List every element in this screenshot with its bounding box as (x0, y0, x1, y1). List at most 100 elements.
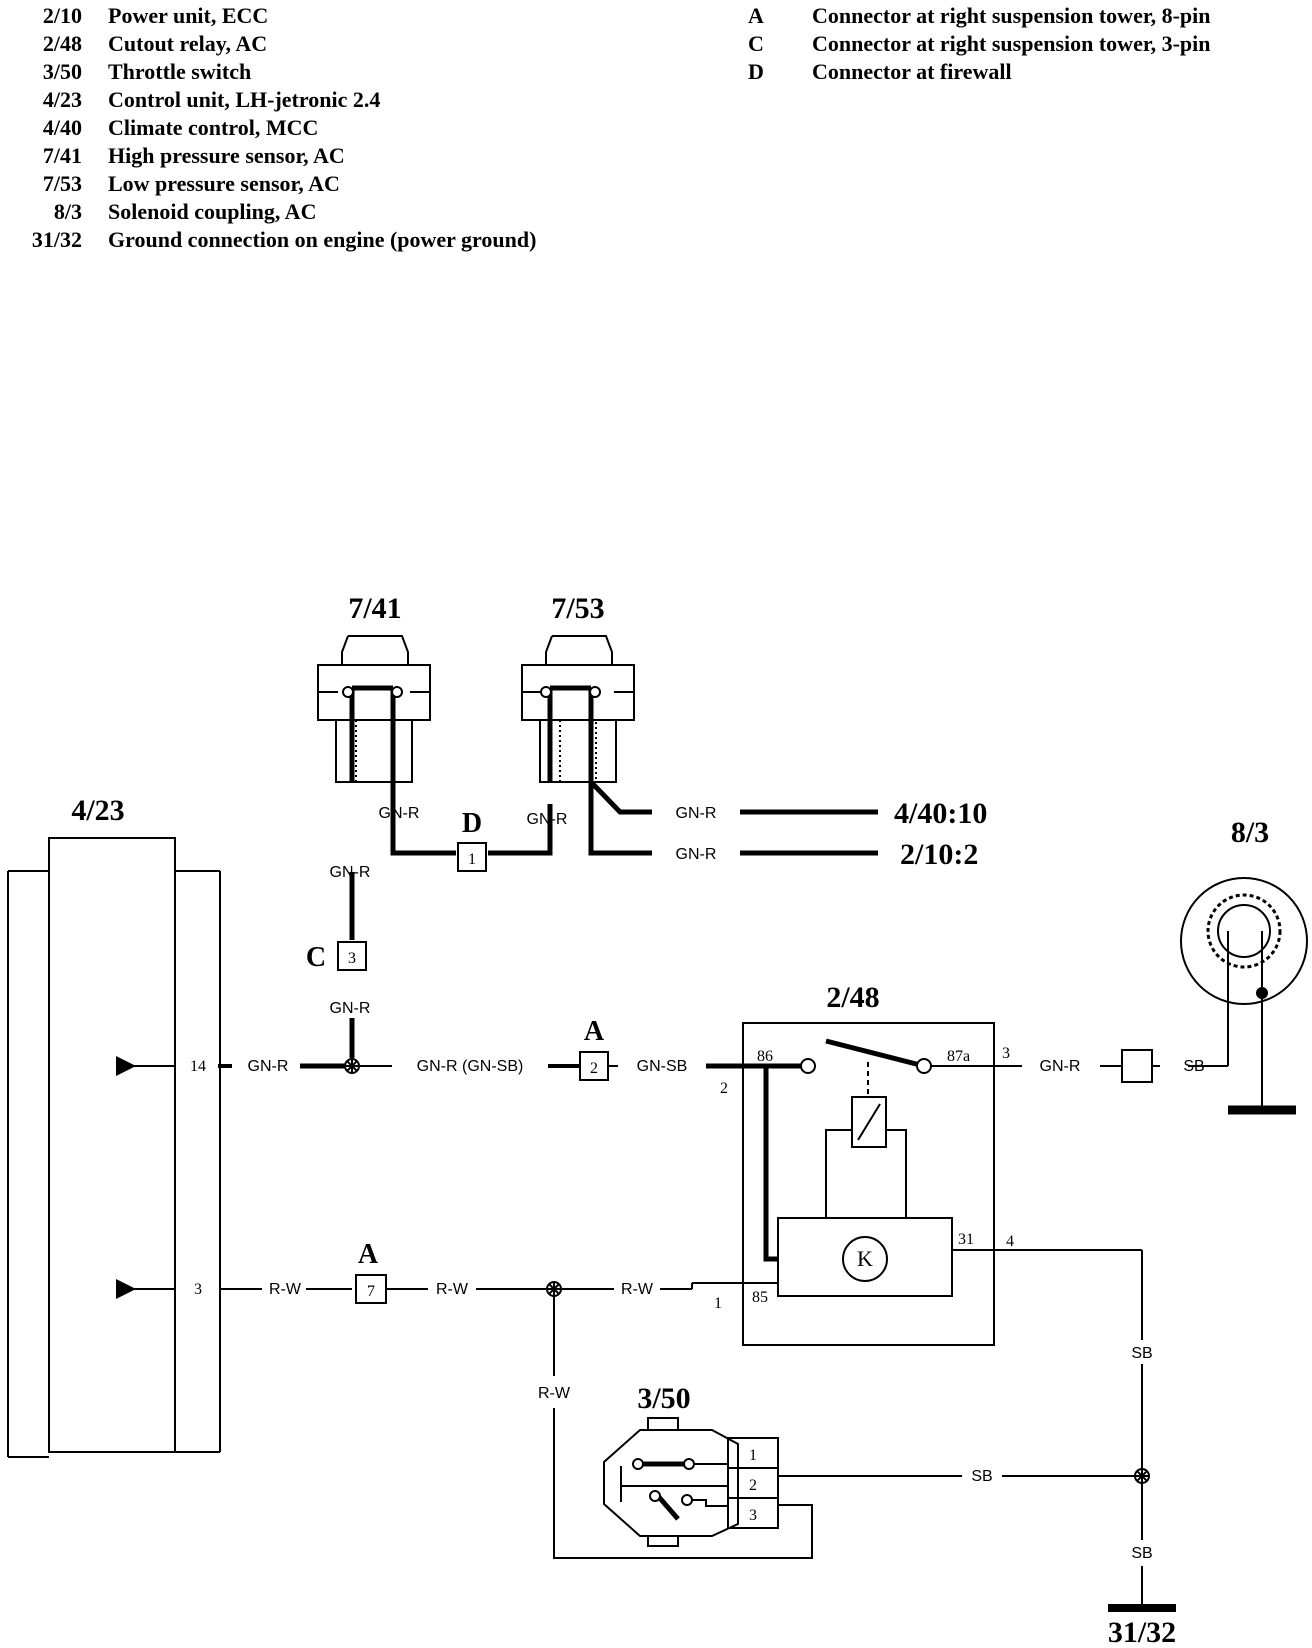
connector-a-top-letter: A (584, 1016, 605, 1047)
throttle-pin-2: 2 (749, 1477, 757, 1494)
relay-2-48 (742, 1022, 995, 1346)
relay-pin-31: 31 (958, 1231, 974, 1248)
connector-a-top (579, 1051, 609, 1081)
splice-rw (546, 1281, 562, 1297)
legend-row-component: 31/32 Ground connection on engine (power … (14, 226, 537, 254)
legend-code: 31/32 (31, 227, 82, 252)
legend-description: Low pressure sensor, AC (108, 171, 340, 196)
wires-ground-sb (778, 1250, 1176, 1612)
relay-internals (692, 1038, 1142, 1297)
wire-label: GN-R (330, 864, 371, 881)
wire-label: GN-R (676, 805, 717, 822)
legend-description: Ground connection on engine (power groun… (108, 227, 537, 252)
wire-label: SB (971, 1468, 992, 1485)
wires-row-14 (218, 1063, 1228, 1262)
legend-row-component: 2/48 Cutout relay, AC (14, 30, 536, 58)
splice-14 (344, 1058, 360, 1074)
legend-code: 2/48 (42, 31, 82, 56)
connector-coupling (1121, 1049, 1153, 1083)
legend-code: 2/10 (42, 3, 82, 28)
label-31-32: 31/32 (1108, 1616, 1176, 1648)
relay-term-1: 1 (714, 1295, 722, 1312)
ref-2-10-2: 2/10:2 (900, 838, 978, 871)
sensor-7-53 (521, 635, 635, 783)
connector-c-pin: 3 (348, 950, 356, 967)
legend-code: 8/3 (53, 199, 82, 224)
legend-row-component: 7/53 Low pressure sensor, AC (14, 170, 536, 198)
connector-d-pin: 1 (468, 851, 476, 868)
wire-label: R-W (436, 1281, 469, 1298)
legend-row-connector: D Connector at firewall (748, 58, 1210, 86)
connector-c (337, 941, 367, 971)
coupling-ground-dot (1256, 987, 1268, 999)
wire-label: GN-SB (637, 1058, 688, 1075)
pin-14: 14 (190, 1058, 206, 1075)
label-4-23: 4/23 (71, 794, 124, 827)
relay-pin-87a: 87a (947, 1048, 970, 1065)
wire-label: GN-R (379, 805, 420, 822)
relay-term-3: 3 (1002, 1045, 1010, 1062)
legend-row-component: 2/10 Power unit, ECC (14, 2, 536, 30)
solenoid-coupling-8-3 (1180, 877, 1308, 1115)
legend-row-component: 4/23 Control unit, LH-jetronic 2.4 (14, 86, 536, 114)
label-7-41: 7/41 (348, 592, 401, 625)
ref-4-40-10: 4/40:10 (894, 797, 987, 830)
wire-label: GN-R (676, 846, 717, 863)
connector-a-bottom (355, 1274, 387, 1304)
legend-row-component: 8/3 Solenoid coupling, AC (14, 198, 536, 226)
legend-code: C (748, 31, 764, 56)
wire-label: GN-R (GN-SB) (417, 1058, 524, 1075)
wire-label: GN-R (330, 1000, 371, 1017)
legend-row-connector: C Connector at right suspension tower, 3-… (748, 30, 1210, 58)
legend-code: 4/23 (42, 87, 82, 112)
legend-description: Climate control, MCC (108, 115, 319, 140)
legend-description: Cutout relay, AC (108, 31, 268, 56)
legend-description: Power unit, ECC (108, 3, 269, 28)
wire-label: R-W (538, 1385, 571, 1402)
connector-a-bottom-pin: 7 (367, 1283, 375, 1300)
legend-description: Connector at firewall (812, 59, 1012, 84)
wire-label: GN-R (527, 811, 568, 828)
wire-label: GN-R (248, 1058, 289, 1075)
wires-gn-r-sensors (349, 685, 878, 1058)
control-unit-4-23 (7, 837, 221, 1458)
legend-description: High pressure sensor, AC (108, 143, 345, 168)
legend-code: A (748, 3, 764, 28)
wire-label: SB (1131, 1345, 1152, 1362)
wire-label: SB (1183, 1058, 1204, 1075)
legend-row-component: 7/41 High pressure sensor, AC (14, 142, 536, 170)
pin-3: 3 (194, 1281, 202, 1298)
label-8-3: 8/3 (1231, 816, 1269, 849)
wire-label: SB (1131, 1545, 1152, 1562)
label-2-48: 2/48 (826, 981, 879, 1014)
wire-label: R-W (621, 1281, 654, 1298)
relay-pin-86: 86 (757, 1048, 773, 1065)
legend-description: Connector at right suspension tower, 3-p… (812, 31, 1211, 56)
relay-pin-85: 85 (752, 1289, 768, 1306)
throttle-pin-3: 3 (749, 1507, 757, 1524)
relay-k-symbol: K (857, 1246, 873, 1271)
connector-d-letter: D (462, 808, 482, 839)
relay-term-4: 4 (1006, 1233, 1014, 1250)
legend-code: D (748, 59, 764, 84)
connector-a-bottom-letter: A (358, 1239, 379, 1270)
legend-description: Throttle switch (108, 59, 252, 84)
wires-row-3 (220, 1283, 813, 1559)
label-7-53: 7/53 (551, 592, 604, 625)
label-3-50: 3/50 (637, 1382, 690, 1415)
legend-description: Control unit, LH-jetronic 2.4 (108, 87, 381, 112)
throttle-switch-3-50 (603, 1417, 779, 1547)
legend-code: 7/41 (42, 143, 82, 168)
legend-description: Solenoid coupling, AC (108, 199, 317, 224)
connector-d (457, 842, 487, 872)
connector-c-letter: C (306, 942, 326, 973)
sensor-7-41 (317, 635, 431, 783)
splice-sb (1134, 1468, 1150, 1484)
wire-label: R-W (269, 1281, 302, 1298)
legend-code: 7/53 (42, 171, 82, 196)
